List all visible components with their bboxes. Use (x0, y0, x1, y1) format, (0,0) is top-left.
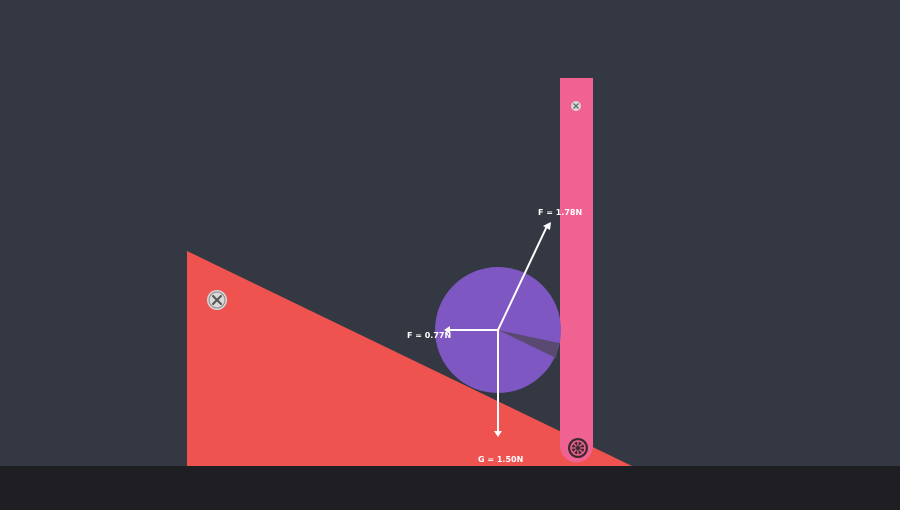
ground (0, 466, 900, 510)
gravity-arrow (494, 330, 502, 437)
wall-force-arrow (444, 326, 498, 334)
ball-rotation-marker (498, 330, 559, 358)
contact-force-arrow (497, 222, 551, 331)
gear-icon[interactable] (568, 438, 588, 458)
close-circle-icon[interactable] (207, 290, 227, 310)
wall-force-label: F = 0.77N (407, 331, 451, 340)
contact-force-label: F = 1.78N (538, 208, 582, 217)
wedge[interactable] (187, 251, 632, 466)
close-circle-icon[interactable] (571, 101, 581, 111)
gravity-label: G = 1.50N (478, 455, 523, 464)
stick[interactable] (560, 78, 593, 463)
